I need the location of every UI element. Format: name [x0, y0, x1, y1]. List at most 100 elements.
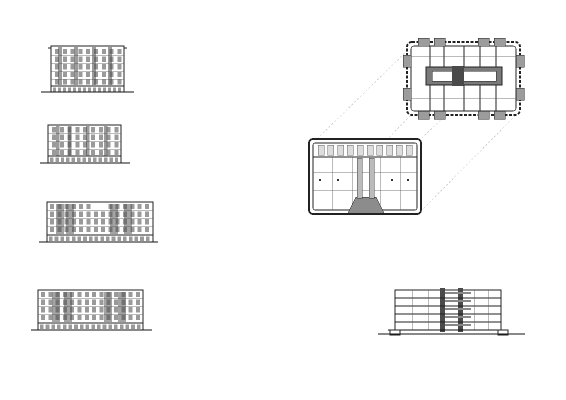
ground-window — [145, 236, 150, 241]
shop-bay — [337, 144, 344, 156]
ground-window — [128, 236, 133, 241]
ground-window — [111, 236, 116, 241]
window — [106, 127, 111, 133]
balcony — [417, 37, 430, 47]
window — [84, 314, 89, 320]
upper-floor-plan — [402, 37, 525, 120]
shop-bay — [317, 144, 325, 156]
window — [135, 307, 140, 313]
window — [91, 127, 95, 133]
window — [99, 307, 104, 313]
window — [75, 134, 80, 140]
vertical-bay — [104, 126, 108, 156]
window — [50, 219, 54, 225]
window — [50, 204, 54, 210]
window — [75, 149, 80, 156]
window — [144, 204, 149, 210]
elevation-1 — [41, 45, 134, 93]
window — [78, 79, 83, 85]
balcony — [402, 54, 412, 68]
ground-window — [66, 236, 70, 241]
window — [101, 71, 106, 77]
balcony — [433, 110, 446, 120]
window — [98, 142, 103, 148]
window — [128, 299, 133, 305]
ground-window — [109, 157, 113, 162]
balcony — [417, 110, 430, 120]
window — [144, 226, 149, 232]
ground-window — [100, 236, 104, 241]
window — [52, 149, 56, 156]
ground-floor-plan — [308, 138, 422, 215]
ground-window — [131, 324, 135, 329]
balcony — [493, 37, 506, 47]
balcony — [493, 110, 506, 120]
window — [83, 127, 88, 133]
ground-window — [68, 324, 73, 329]
shop-bay — [366, 144, 374, 156]
ground-window — [117, 236, 121, 241]
window — [130, 204, 135, 210]
window — [55, 71, 59, 77]
ground-window — [53, 87, 56, 92]
window — [41, 307, 45, 313]
ground-window — [40, 324, 44, 329]
window — [128, 292, 133, 298]
window — [98, 134, 103, 140]
ground-window — [82, 157, 86, 162]
window — [84, 292, 89, 298]
window — [92, 299, 97, 305]
elevation-3 — [39, 201, 158, 243]
window — [59, 134, 64, 140]
window — [86, 211, 91, 217]
ground-window — [98, 157, 102, 162]
window — [117, 56, 122, 62]
stair-flight — [458, 324, 471, 326]
ground-window — [108, 324, 112, 329]
window — [52, 142, 56, 148]
ground-window — [83, 87, 86, 92]
ground-window — [87, 157, 92, 162]
window — [79, 219, 84, 225]
balcony-stack — [118, 292, 126, 322]
window — [86, 204, 91, 210]
window — [98, 149, 103, 156]
window — [117, 79, 122, 85]
window — [101, 79, 106, 85]
vertical-bay — [68, 126, 72, 156]
shop-bay — [376, 144, 383, 156]
window — [91, 134, 95, 140]
window — [48, 314, 53, 320]
window — [135, 299, 140, 305]
window — [135, 314, 140, 320]
window — [86, 219, 91, 225]
ground-window — [63, 87, 66, 92]
ground-window — [93, 157, 97, 162]
window — [77, 292, 82, 298]
ground-window — [114, 157, 119, 162]
balcony-stack — [66, 204, 74, 234]
window — [101, 64, 106, 70]
balcony — [477, 110, 490, 120]
window — [137, 219, 142, 225]
ground-window — [73, 87, 76, 92]
window — [114, 149, 119, 156]
ground-window — [91, 324, 95, 329]
ground-window — [78, 87, 81, 92]
window — [70, 307, 75, 313]
window — [101, 49, 106, 55]
shop-bay — [347, 144, 354, 156]
window — [86, 49, 91, 55]
window — [135, 292, 140, 298]
window — [79, 204, 84, 210]
window — [99, 314, 104, 320]
window — [101, 226, 106, 232]
window — [78, 49, 83, 55]
window — [55, 49, 59, 55]
window — [55, 64, 59, 70]
window — [137, 226, 142, 232]
window — [86, 79, 91, 85]
window — [86, 71, 91, 77]
window — [114, 127, 119, 133]
